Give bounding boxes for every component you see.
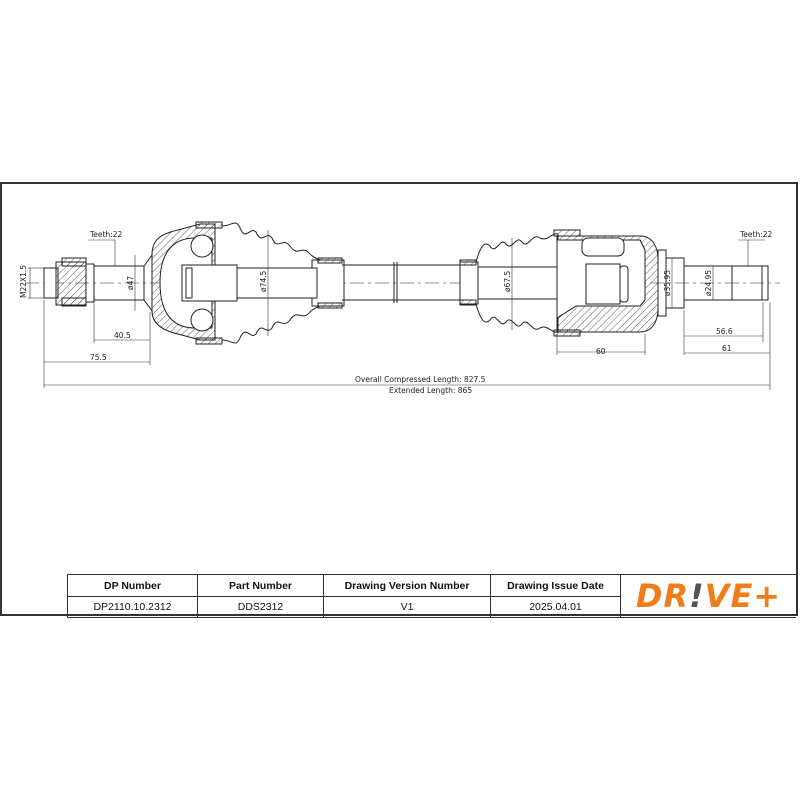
value-dp-number: DP2110.10.2312 bbox=[67, 596, 198, 618]
driveshaft-drawing: Teeth:22 Teeth:22 M22X1.5 ø47 ø74.5 ø67.… bbox=[19, 221, 780, 395]
teeth-left-label: Teeth:22 bbox=[89, 230, 123, 239]
dia-35-95-label: ø35.95 bbox=[663, 270, 672, 296]
dia-67-5-label: ø67.5 bbox=[503, 270, 512, 292]
dim-75-5: 75.5 bbox=[90, 353, 107, 362]
logo-cell: DR!VE+ bbox=[620, 574, 796, 618]
value-issue-date: 2025.04.01 bbox=[490, 596, 621, 618]
header-issue-date: Drawing Issue Date bbox=[490, 574, 621, 597]
header-dp-number: DP Number bbox=[67, 574, 198, 597]
dim-40-5: 40.5 bbox=[114, 331, 131, 340]
value-drawing-version: V1 bbox=[323, 596, 491, 618]
dia-74-5-label: ø74.5 bbox=[259, 270, 268, 292]
left-nut bbox=[43, 257, 95, 307]
left-cv-joint bbox=[151, 221, 238, 345]
teeth-right-label: Teeth:22 bbox=[739, 230, 773, 239]
header-drawing-version: Drawing Version Number bbox=[323, 574, 491, 597]
extended-length: Extended Length: 865 bbox=[389, 386, 472, 395]
left-spline bbox=[93, 265, 145, 301]
drive-plus-logo: DR!VE+ bbox=[635, 577, 782, 615]
dim-61: 61 bbox=[722, 344, 732, 353]
dim-56-6: 56.6 bbox=[716, 327, 733, 336]
title-block: DP Number Part Number Drawing Version Nu… bbox=[67, 574, 796, 618]
dim-60: 60 bbox=[596, 347, 606, 356]
dia-47-label: ø47 bbox=[126, 276, 135, 290]
value-part-number: DDS2312 bbox=[197, 596, 324, 618]
thread-label: M22X1.5 bbox=[19, 265, 28, 298]
right-spline bbox=[731, 265, 769, 301]
overall-compressed-length: Overall Compressed Length: 827.5 bbox=[355, 375, 486, 384]
dia-24-95-label: ø24.95 bbox=[704, 270, 713, 296]
header-part-number: Part Number bbox=[197, 574, 324, 597]
right-tripod-joint bbox=[553, 229, 667, 337]
